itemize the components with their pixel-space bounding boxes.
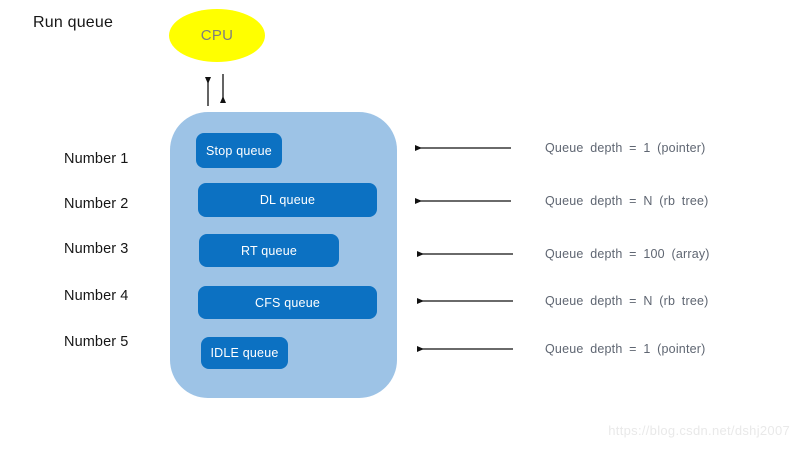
row-5-number-label: Number 5 xyxy=(64,334,129,350)
queue-box-dl: DL queue xyxy=(198,183,377,217)
queue-box-stop: Stop queue xyxy=(196,133,282,168)
watermark: https://blog.csdn.net/dshj2007 xyxy=(608,423,790,438)
depth-annotation-2: Queue depth = N (rb tree) xyxy=(545,194,709,208)
queue-box-idle: IDLE queue xyxy=(201,337,288,369)
queue-box-rt-label: RT queue xyxy=(240,243,298,258)
row-3-number-label: Number 3 xyxy=(64,241,129,257)
queue-box-stop-label: Stop queue xyxy=(206,143,272,158)
cpu-label: CPU xyxy=(200,27,234,44)
depth-annotation-1: Queue depth = 1 (pointer) xyxy=(545,141,706,155)
queue-box-rt: RT queue xyxy=(199,234,339,267)
row-2-number-label: Number 2 xyxy=(64,196,129,212)
queue-box-cfs-label: CFS queue xyxy=(254,295,321,310)
queue-box-idle-label: IDLE queue xyxy=(210,346,279,360)
queue-box-cfs: CFS queue xyxy=(198,286,377,319)
queue-box-dl-label: DL queue xyxy=(259,193,316,207)
depth-annotation-3: Queue depth = 100 (array) xyxy=(545,247,710,261)
depth-annotation-4: Queue depth = N (rb tree) xyxy=(545,294,709,308)
depth-annotation-5: Queue depth = 1 (pointer) xyxy=(545,342,706,356)
row-4-number-label: Number 4 xyxy=(64,288,129,304)
cpu-node: CPU xyxy=(169,9,265,62)
row-1-number-label: Number 1 xyxy=(64,151,129,167)
diagram-title: Run queue xyxy=(33,14,114,31)
